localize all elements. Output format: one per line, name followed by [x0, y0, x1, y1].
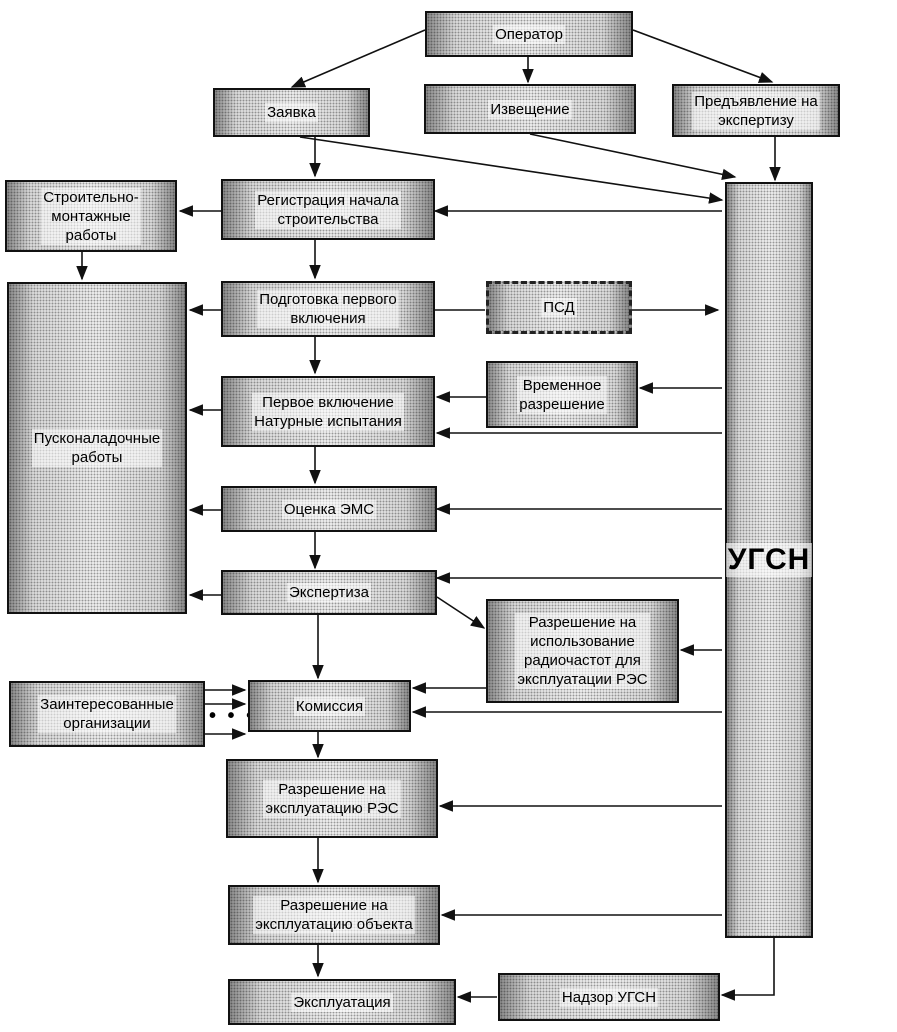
node-ems-label: Оценка ЭМС	[281, 499, 377, 519]
node-izveshchenie-label: Извещение	[488, 99, 572, 119]
node-exploitation-label: Эксплуатация	[291, 992, 393, 1012]
node-izveshchenie: Извещение	[424, 84, 636, 134]
node-supervision-label: Надзор УГСН	[559, 987, 659, 1007]
node-operator-label: Оператор	[493, 24, 565, 44]
node-construction-label: Строительно- монтажные работы	[41, 187, 141, 245]
node-interested: Заинтересованные организации	[9, 681, 205, 747]
node-commissioning-label: Пусконаладочные работы	[31, 429, 163, 467]
node-ekspertiza-request-label: Предъявление на экспертизу	[692, 91, 820, 130]
node-ekspertiza: Экспертиза	[221, 570, 437, 615]
node-commission: Комиссия	[248, 680, 411, 732]
node-temp-permit: Временное разрешение	[486, 361, 638, 428]
node-psd-label: ПСД	[541, 298, 577, 317]
node-ekspertiza-request: Предъявление на экспертизу	[672, 84, 840, 137]
arrow-ekspertiza-freq	[436, 596, 486, 629]
node-psd: ПСД	[486, 281, 632, 334]
arrow-operator-zayavka	[290, 29, 426, 88]
node-ugsn: УГСН	[725, 182, 813, 938]
node-res-permit-label: Разрешение на эксплуатацию РЭС	[263, 779, 401, 818]
dots-ellipsis: • • •	[209, 705, 257, 727]
arrow-izveshchenie-ugsn	[529, 133, 737, 180]
node-commissioning: Пусконаладочные работы	[7, 282, 187, 614]
node-freq-permit-label: Разрешение на использование радиочастот …	[515, 613, 650, 689]
node-first-prep-label: Подготовка первого включения	[257, 290, 399, 328]
node-construction: Строительно- монтажные работы	[5, 180, 177, 252]
node-commission-label: Комиссия	[293, 696, 366, 716]
node-res-permit: Разрешение на эксплуатацию РЭС	[226, 759, 438, 838]
arrow-ugsn-supervision	[720, 938, 775, 1001]
node-first-switch-label: Первое включение Натурные испытания	[252, 392, 404, 431]
arrow-zayavka-ugsn	[299, 136, 724, 204]
node-ems: Оценка ЭМС	[221, 486, 437, 532]
node-first-prep: Подготовка первого включения	[221, 281, 435, 337]
node-ugsn-label: УГСН	[725, 543, 813, 577]
node-operator: Оператор	[425, 11, 633, 57]
node-object-permit: Разрешение на эксплуатацию объекта	[228, 885, 440, 945]
node-zayavka: Заявка	[213, 88, 370, 137]
node-registration-label: Регистрация начала строительства	[255, 190, 401, 229]
node-ekspertiza-label: Экспертиза	[287, 583, 371, 602]
node-supervision: Надзор УГСН	[498, 973, 720, 1021]
node-zayavka-label: Заявка	[265, 103, 318, 122]
node-exploitation: Эксплуатация	[228, 979, 456, 1025]
node-temp-permit-label: Временное разрешение	[517, 375, 607, 414]
arrow-operator-ekspertiza-request	[632, 29, 774, 83]
node-freq-permit: Разрешение на использование радиочастот …	[486, 599, 679, 703]
node-registration: Регистрация начала строительства	[221, 179, 435, 240]
node-interested-label: Заинтересованные организации	[38, 695, 176, 733]
node-first-switch: Первое включение Натурные испытания	[221, 376, 435, 447]
node-object-permit-label: Разрешение на эксплуатацию объекта	[253, 896, 415, 934]
